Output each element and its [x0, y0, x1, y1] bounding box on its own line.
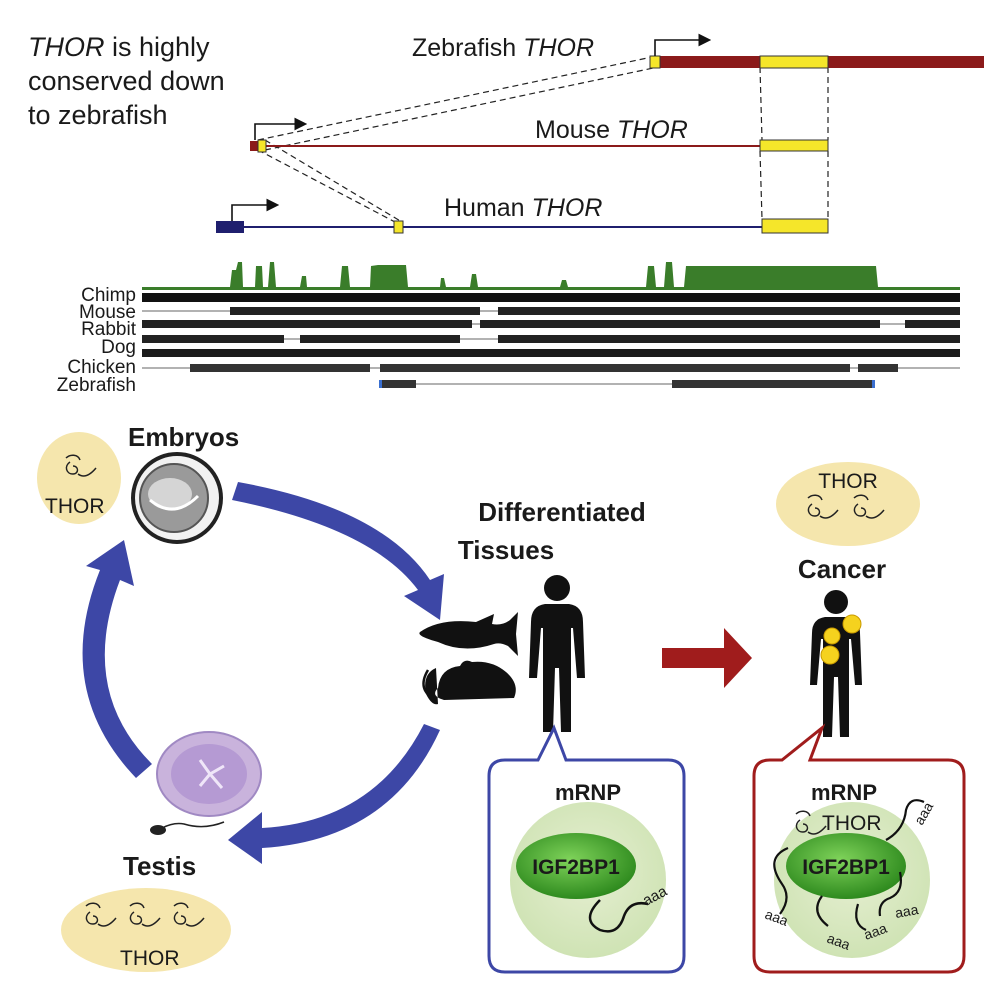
human-tss-arrow-icon [231, 198, 280, 221]
embryo-thor-label: THOR [45, 495, 105, 518]
species-label-zebrafish: Zebrafish [57, 375, 136, 396]
embryo-image [131, 452, 223, 544]
cancer-thor-label: THOR [818, 470, 878, 493]
igf2bp1-protein [516, 833, 636, 899]
testis-image [156, 731, 262, 817]
species-label-chimp: Chimp [81, 285, 136, 306]
cancer-thor-bubble [776, 462, 920, 546]
svg-text:aaa: aaa [862, 920, 890, 943]
tumor-icon [820, 614, 862, 665]
homology-connectors [257, 56, 829, 223]
progression-arrow-icon [662, 628, 752, 688]
arrow-embryo-to-tissues-icon [232, 482, 444, 620]
human-figure-cancer [810, 590, 862, 737]
conservation-peaks [142, 262, 960, 289]
thor-rna-icon [85, 902, 205, 927]
human-gene-label: Human THOR [444, 194, 602, 222]
thor-rna-icon [65, 454, 97, 477]
headline-line3: to zebrafish [28, 100, 168, 130]
zebrafish-tss-arrow-icon [654, 33, 712, 56]
zebrafish-gene-label: Zebrafish THOR [412, 34, 594, 62]
svg-text:aaa: aaa [763, 906, 791, 929]
arrow-testis-to-embryo-icon [82, 540, 152, 778]
mouse-gene-label: Mouse THOR [535, 116, 688, 144]
thor-rna-icon [795, 810, 827, 835]
mrnp-cancer-title: mRNP [811, 780, 877, 805]
mrna-strands [773, 799, 925, 932]
mrnp-normal-title: mRNP [555, 780, 621, 805]
svg-text:THOR is highly: THOR is highly [28, 32, 210, 62]
headline-rest: is highly [105, 32, 211, 62]
development-cycle: THOR Embryos Differentiated Tissues [37, 422, 646, 972]
conservation-track: Chimp Mouse Rabbit Dog Chicken Zebrafish [57, 262, 960, 396]
igf2bp1-label-normal: IGF2BP1 [532, 856, 620, 879]
igf2bp1-protein [786, 833, 906, 899]
testis-thor-label: THOR [120, 947, 180, 970]
testis-thor-bubble [61, 888, 231, 972]
sperm-icon [161, 821, 225, 829]
mouse-icon [425, 660, 516, 705]
svg-text:aaa: aaa [825, 930, 853, 953]
mouse-tss-arrow-icon [254, 117, 308, 140]
species-labels: Chimp Mouse Rabbit Dog Chicken Zebrafish [57, 285, 137, 396]
fish-icon [419, 612, 518, 656]
headline-line2: conserved down [28, 66, 225, 96]
species-label-rabbit: Rabbit [81, 319, 137, 340]
mrnp-cancer-thor: THOR [822, 812, 882, 835]
headline-gene: THOR [28, 32, 105, 62]
cancer-panel: THOR Cancer [662, 462, 920, 737]
testis-label: Testis [123, 851, 196, 881]
human-figure-normal [529, 575, 585, 732]
arrow-tissues-to-testis-icon [228, 724, 440, 864]
differentiated-label-line2: Tissues [458, 535, 554, 565]
species-label-dog: Dog [101, 337, 136, 358]
human-gene-model: Human THOR [216, 194, 829, 234]
mrnp-normal-callout: mRNP IGF2BP1 aaa [487, 724, 686, 974]
embryos-label: Embryos [128, 422, 239, 452]
gene-models: Zebrafish THOR Mouse THOR Human THOR [216, 33, 984, 234]
species-label-chicken: Chicken [67, 357, 136, 378]
headline: THOR is highly conserved down to zebrafi… [28, 32, 225, 130]
svg-text:aaa: aaa [894, 901, 920, 921]
thor-rna-icon [807, 494, 885, 519]
cancer-label: Cancer [798, 554, 886, 584]
differentiated-label-line1: Differentiated [478, 497, 646, 527]
mrna-strand [588, 899, 649, 933]
mouse-gene-model: Mouse THOR [250, 116, 829, 153]
igf2bp1-label-cancer: IGF2BP1 [802, 856, 890, 879]
cycle-arrows [82, 482, 444, 864]
species-label-mouse: Mouse [79, 302, 136, 323]
zebrafish-gene-model: Zebrafish THOR [412, 33, 984, 69]
mrnp-cancer-callout: mRNP IGF2BP1 THOR aaa aaa aaa aaa aaa [752, 723, 966, 974]
embryo-thor-bubble [37, 432, 121, 524]
